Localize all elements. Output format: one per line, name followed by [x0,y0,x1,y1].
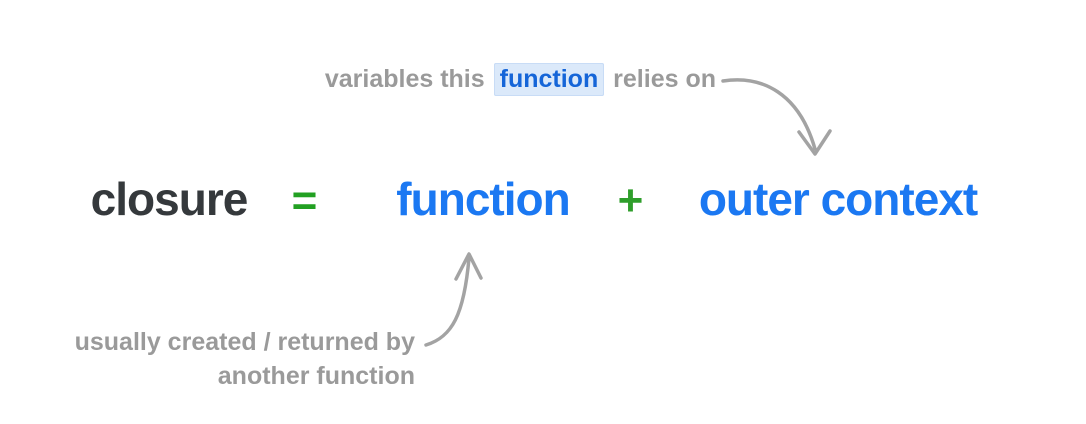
top-annotation-suffix: relies on [613,65,716,93]
plus-sign: + [617,176,644,225]
bottom-annotation-line2: another function [217,362,415,390]
function-term: function [396,173,570,225]
closure-term: closure [90,173,249,225]
top-annotation-prefix: variables this [324,65,485,93]
outer-context-term: outer context [698,173,978,225]
bottom-annotation: usually created / returned by another fu… [75,325,415,393]
bottom-annotation-line1: usually created / returned by [74,328,415,356]
highlighted-function-word: function [493,63,605,96]
bottom-curved-arrow-icon [424,252,483,347]
top-annotation: variables this function relies on [325,62,716,96]
equals-sign: = [291,176,318,225]
top-curved-arrow-icon [721,78,832,156]
